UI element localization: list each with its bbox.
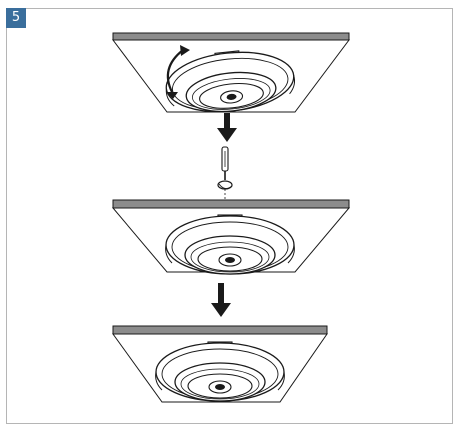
- camera-dome: [154, 341, 286, 402]
- ceiling-slab: [112, 32, 350, 41]
- panel-rotate-camera: [112, 32, 350, 119]
- panel-fasten-screw: [111, 199, 351, 275]
- rotate-arrowtail-icon: [166, 92, 178, 99]
- ceiling-slab: [112, 199, 350, 209]
- screw-icon: [217, 180, 233, 206]
- camera-dome: [164, 214, 296, 275]
- down-arrow-icon: [217, 113, 237, 142]
- down-arrow-icon: [211, 283, 231, 317]
- rotate-arrowhead-icon: [180, 45, 190, 56]
- rotate-arrow-icon: [166, 49, 184, 93]
- ceiling-slab: [112, 325, 328, 335]
- panel-installed: [112, 325, 328, 403]
- step-number-badge: 5: [6, 8, 26, 28]
- screwdriver-icon: [221, 146, 229, 180]
